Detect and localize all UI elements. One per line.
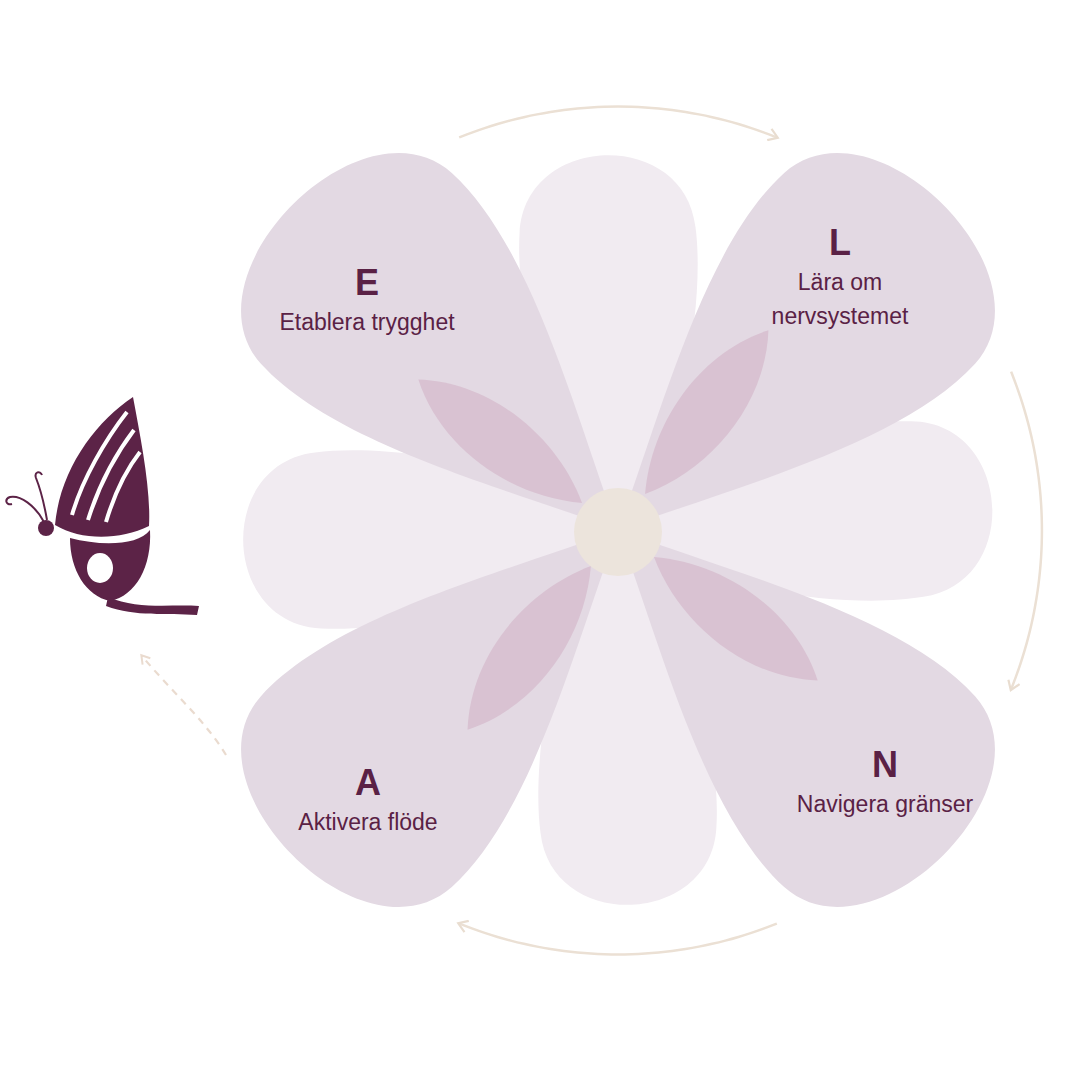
inner-petal	[621, 312, 792, 512]
petal	[522, 434, 1038, 950]
petal-node: AAktivera flöde	[232, 530, 618, 916]
petal-shape	[232, 530, 618, 916]
cycle-arrow	[459, 107, 777, 138]
petal-label: LLära om nervsystemet	[750, 221, 930, 333]
inner-petal	[444, 548, 615, 748]
petal-node: NNavigera gränser	[618, 530, 1004, 916]
step-text: Aktivera flöde	[298, 805, 438, 839]
petal-shape	[618, 145, 1004, 531]
step-text: Lära om nervsystemet	[750, 265, 930, 333]
step-letter: A	[298, 761, 438, 805]
butterfly	[6, 397, 199, 615]
flower-centre	[574, 488, 662, 576]
step-letter: E	[277, 261, 457, 305]
petal-label: AAktivera flöde	[298, 761, 438, 839]
petal-label: EEtablera trygghet	[277, 261, 457, 339]
cycle-arrow	[459, 924, 777, 955]
step-text: Navigera gränser	[795, 787, 975, 821]
dashed-arrow	[142, 656, 226, 755]
step-text: Etablera trygghet	[277, 305, 457, 339]
petal-node: EEtablera trygghet	[232, 145, 618, 531]
petal	[197, 434, 713, 950]
petal-shape	[618, 530, 1004, 916]
petal-label: NNavigera gränser	[795, 743, 975, 821]
step-letter: N	[795, 743, 975, 787]
inner-petal	[636, 533, 836, 704]
step-letter: L	[750, 221, 930, 265]
petal-shape	[232, 145, 618, 531]
cycle-arrow	[1011, 372, 1042, 690]
petal-node: LLära om nervsystemet	[618, 145, 1004, 531]
inner-petal	[400, 356, 600, 527]
